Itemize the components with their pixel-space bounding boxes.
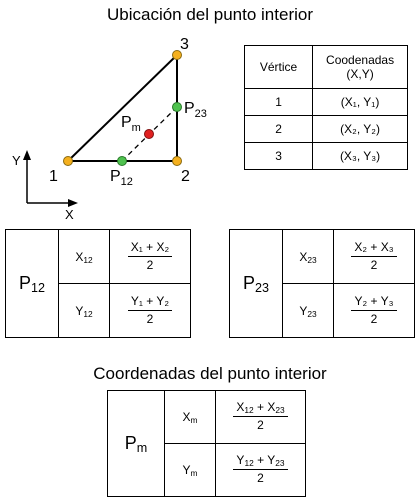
table-row: 3 (X₃, Y₃) bbox=[243, 142, 408, 170]
vertex-table: Vértice Coodenadas (X,Y) 1 (X₁, Y₁) 2 (X… bbox=[243, 45, 408, 170]
p12-box-label: P12 bbox=[5, 229, 59, 338]
vertex-2-label: 2 bbox=[181, 168, 190, 185]
x23-label: X23 bbox=[282, 229, 334, 284]
vertex-3-label: 3 bbox=[180, 36, 189, 53]
vertex-1-label: 1 bbox=[49, 168, 58, 185]
triangle-diagram: Y X 1 2 3 P12 P23 Pm bbox=[12, 36, 207, 222]
p23-box-label: P23 bbox=[229, 229, 283, 338]
table-row: 1 (X₁, Y₁) bbox=[243, 88, 408, 116]
title-bottom: Coordenadas del punto interior bbox=[93, 364, 327, 383]
vertex-3-point bbox=[172, 50, 182, 60]
p12-label: P12 bbox=[110, 168, 133, 188]
axis-y-label: Y bbox=[12, 153, 21, 168]
p23-label: P23 bbox=[184, 100, 207, 120]
pm-label: Pm bbox=[121, 114, 141, 134]
midpoint-p12 bbox=[117, 156, 127, 166]
midpoint-p23 bbox=[172, 102, 182, 112]
ym-label: Ym bbox=[164, 443, 216, 497]
title-top: Ubicación del punto interior bbox=[106, 5, 313, 24]
coordinate-cell: (X₂, Y₂) bbox=[312, 115, 408, 143]
interior-point-pm bbox=[144, 129, 154, 139]
pm-box-label: Pm bbox=[107, 390, 165, 497]
table-row: 2 (X₂, Y₂) bbox=[243, 115, 408, 143]
axis-x-arrowhead bbox=[68, 199, 78, 207]
vertex-1-point bbox=[63, 156, 73, 166]
vertex-cell: 1 bbox=[243, 88, 314, 116]
triangle-side-1-3 bbox=[67, 54, 178, 162]
y23-label: Y23 bbox=[282, 283, 334, 338]
vertex-cell: 3 bbox=[243, 142, 314, 170]
vertex-2-point bbox=[172, 156, 182, 166]
axis-x-label: X bbox=[65, 207, 74, 222]
axis-y-arrowhead bbox=[23, 150, 31, 160]
y12-label: Y12 bbox=[58, 283, 110, 338]
coordinate-cell: (X₃, Y₃) bbox=[312, 142, 408, 170]
vertex-cell: 2 bbox=[243, 115, 314, 143]
coordinates-header: Coodenadas (X,Y) bbox=[312, 45, 408, 89]
xm-label: Xm bbox=[164, 390, 216, 444]
coordinate-cell: (X₁, Y₁) bbox=[312, 88, 408, 116]
vertex-header: Vértice bbox=[243, 45, 314, 89]
x12-label: X12 bbox=[58, 229, 110, 284]
